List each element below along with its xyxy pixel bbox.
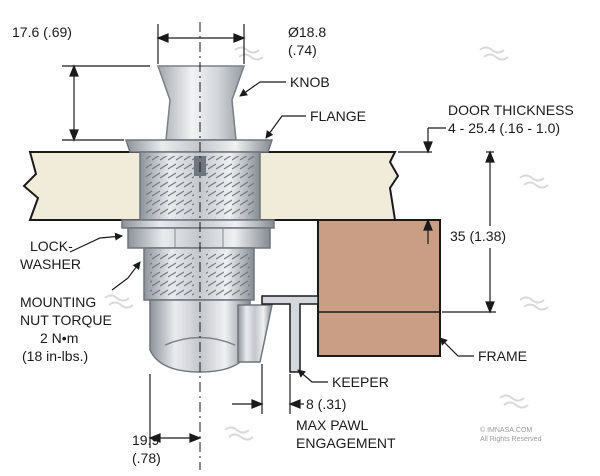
barrel-thread-left: [146, 156, 194, 218]
dim-knob-dia-label: Ø18.8: [288, 24, 326, 40]
dim-knob-dia-inch-label: (.74): [288, 42, 317, 58]
flange-label: FLANGE: [310, 108, 366, 124]
knob: [156, 65, 246, 141]
cam-lock: [121, 65, 275, 373]
mounting-nut-label: MOUNTING: [20, 294, 96, 310]
watermark-text: © IMNASA.COM: [480, 426, 532, 434]
frame-block: [317, 219, 441, 357]
torque-nm-label: 2 N•m: [40, 330, 78, 346]
body-width-label: 19.9: [132, 432, 159, 448]
dim-knob-height-label: 17.6 (.69): [12, 24, 72, 40]
watermark-text-2: All Rights Reserved: [480, 436, 542, 443]
barrel-thread-right: [206, 156, 254, 218]
flange: [124, 139, 274, 153]
pawl: [237, 304, 273, 363]
body-width-inch-label: (.78): [132, 450, 161, 466]
lockwasher-label: LOCK-: [30, 238, 73, 254]
door-thickness-range-label: 4 - 25.4 (.16 - 1.0): [448, 120, 560, 136]
torque-inlbs-label: (18 in-lbs.): [22, 348, 88, 364]
door-thickness-label: DOOR THICKNESS: [448, 102, 574, 118]
knob-label: KNOB: [290, 74, 330, 90]
frame-dim-label: 35 (1.38): [450, 228, 506, 244]
keeper-label: KEEPER: [332, 374, 389, 390]
pawl-dim-label: 8 (.31): [306, 396, 346, 412]
mounting-nut-torque-label: NUT TORQUE: [20, 312, 112, 328]
frame-label: FRAME: [478, 348, 527, 364]
lockwasher-label-2: WASHER: [20, 256, 81, 272]
mounting-nut: [127, 227, 271, 249]
pawl-engagement-label: MAX PAWL: [296, 417, 369, 433]
dimension-lines: [62, 24, 496, 448]
keeper: [261, 295, 319, 373]
lockwasher: [121, 219, 275, 229]
pawl-engagement-label-2: ENGAGEMENT: [296, 435, 396, 451]
